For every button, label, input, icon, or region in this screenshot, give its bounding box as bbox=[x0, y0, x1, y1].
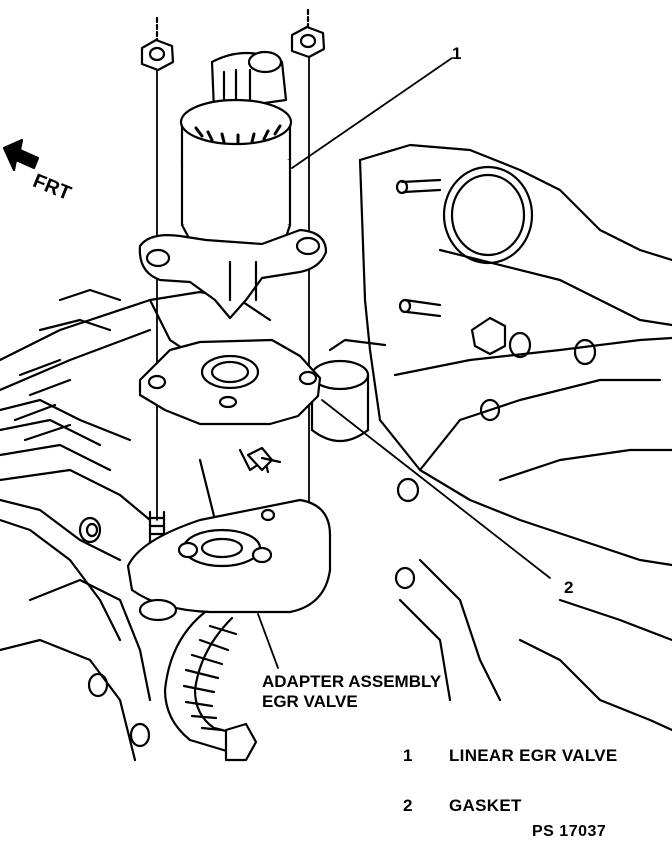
engine-block-drawing bbox=[310, 143, 672, 732]
egr-pipe bbox=[163, 610, 258, 762]
callout-2-label: 2 bbox=[564, 578, 574, 597]
legend-item-1-number: 1 bbox=[403, 746, 413, 765]
stud-alignment-lines bbox=[156, 56, 310, 521]
figure-id: PS 17037 bbox=[532, 823, 607, 840]
callout-leader-lines bbox=[257, 57, 551, 669]
adapter-label-line1: ADAPTER ASSEMBLY bbox=[262, 672, 442, 691]
legend-item-2-text: GASKET bbox=[449, 796, 522, 815]
callout-1-label: 1 bbox=[452, 44, 462, 63]
gasket bbox=[138, 338, 322, 426]
top-nut-right bbox=[290, 8, 326, 59]
legend-item-2-number: 2 bbox=[403, 796, 413, 815]
linear-egr-valve bbox=[138, 50, 328, 320]
intake-manifold-drawing bbox=[0, 288, 272, 762]
adapter-label-line2: EGR VALVE bbox=[262, 692, 358, 711]
adapter-assembly bbox=[126, 446, 332, 622]
arrow-left-icon bbox=[2, 138, 40, 172]
legend-item-1-text: LINEAR EGR VALVE bbox=[449, 746, 618, 765]
top-nut-left bbox=[140, 16, 175, 72]
